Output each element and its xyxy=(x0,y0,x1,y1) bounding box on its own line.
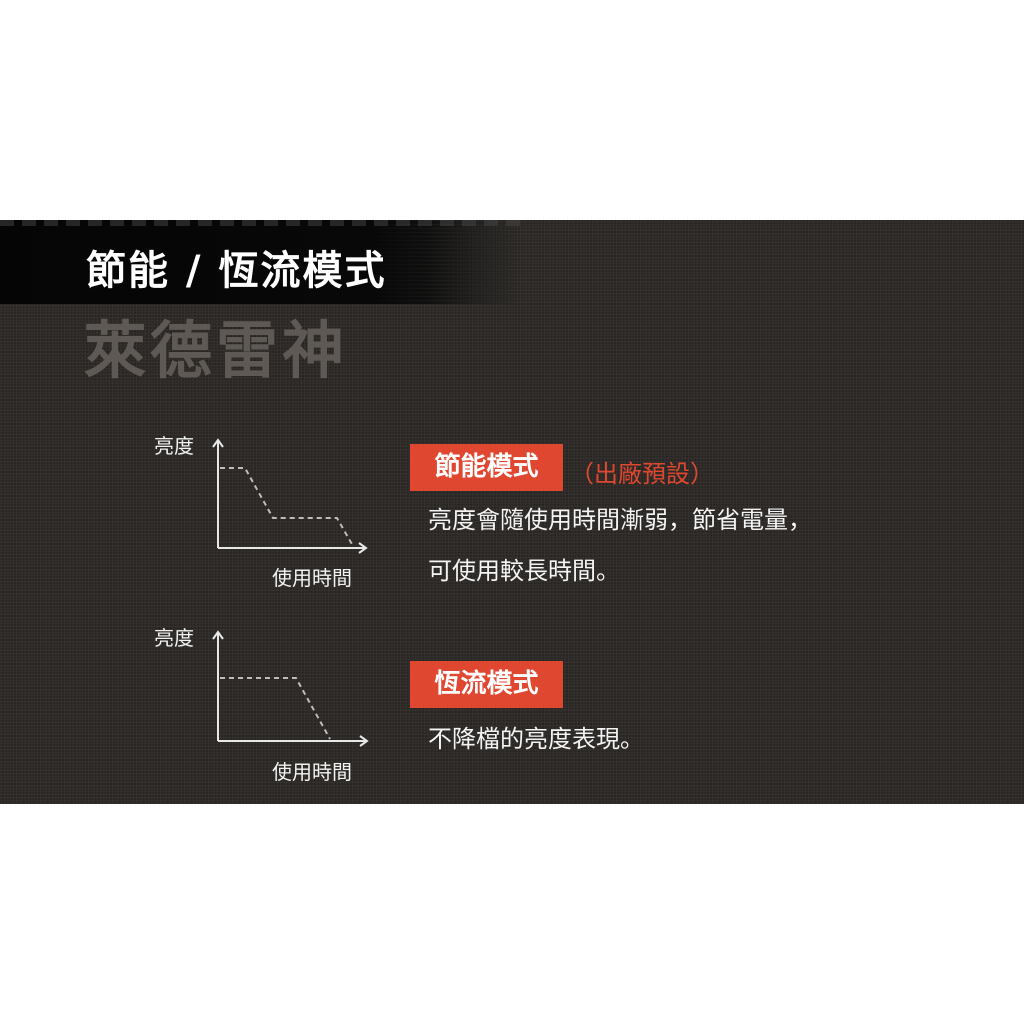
energy-saving-chart-graphic xyxy=(212,438,368,554)
constant-current-description: 不降檔的亮度表現。 xyxy=(428,714,644,765)
x-axis-arrow-icon xyxy=(359,735,369,747)
description-line: 可使用較長時間。 xyxy=(428,557,620,585)
x-axis-label: 使用時間 xyxy=(272,566,352,590)
x-axis-label: 使用時間 xyxy=(272,760,352,784)
energy-saving-mode-tag: 節能模式 xyxy=(410,444,563,491)
energy-saving-description: 亮度會隨使用時間漸弱，節省電量， 可使用較長時間。 xyxy=(428,495,812,597)
y-axis-arrow-icon xyxy=(212,630,224,640)
brightness-curve xyxy=(220,467,354,547)
constant-current-mode-tag: 恆流模式 xyxy=(410,661,563,708)
title-brush-stroke xyxy=(0,220,520,304)
energy-saving-chart: 亮度 使用時間 xyxy=(140,430,380,600)
brand-watermark: 萊德雷神 xyxy=(84,314,349,387)
x-axis-arrow-icon xyxy=(358,542,368,554)
constant-current-chart: 亮度 使用時間 xyxy=(140,622,380,792)
y-axis-label: 亮度 xyxy=(154,434,194,458)
y-axis-label: 亮度 xyxy=(154,626,194,650)
description-line: 亮度會隨使用時間漸弱，節省電量， xyxy=(428,506,812,534)
y-axis-arrow-icon xyxy=(212,438,224,448)
constant-current-chart-graphic xyxy=(212,630,369,747)
dark-panel: 節能 / 恆流模式 萊德雷神 亮度 使用時間 xyxy=(0,220,1024,804)
description-line: 不降檔的亮度表現。 xyxy=(428,725,644,753)
page-title: 節能 / 恆流模式 xyxy=(86,248,387,294)
brightness-curve xyxy=(220,677,331,740)
factory-default-note: （出廠預設） xyxy=(570,460,714,488)
